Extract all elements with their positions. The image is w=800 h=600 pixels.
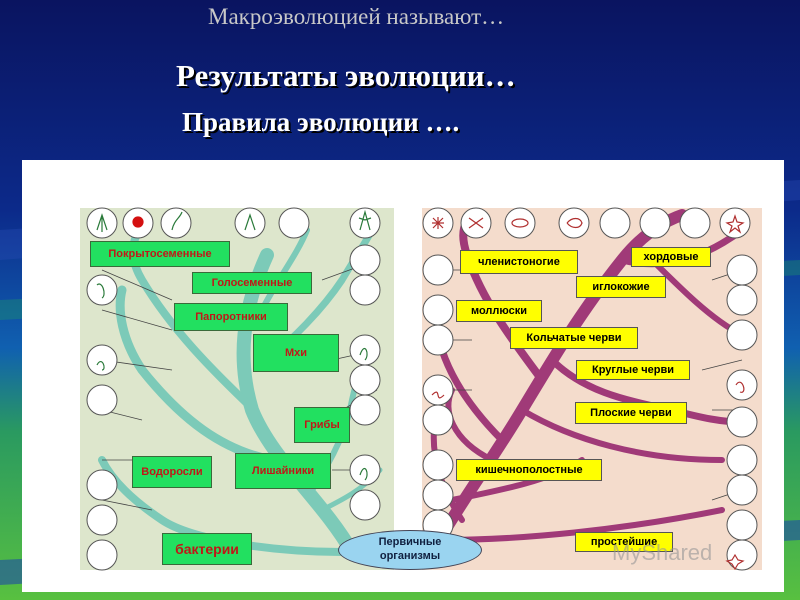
branch-protozoa — [439, 507, 725, 543]
organism-circle-icon — [726, 319, 758, 351]
primary-organisms-node: Первичные организмы — [338, 530, 482, 570]
plant-organism-icons — [86, 207, 381, 571]
organism-glyphs — [96, 209, 372, 481]
label-molluscs: моллюски — [456, 300, 542, 322]
organism-circle-icon — [86, 384, 118, 416]
organism-circle-icon — [679, 207, 711, 239]
organism-circle-icon — [349, 244, 381, 276]
label-protozoa: простейшие — [575, 532, 673, 552]
organism-circle-icon — [349, 274, 381, 306]
organism-circle-icon — [422, 374, 454, 406]
organism-circle-icon — [599, 207, 631, 239]
animal-glyphs — [431, 214, 745, 571]
label-mosses: Мхи — [253, 334, 339, 372]
organism-circle-icon — [349, 489, 381, 521]
label-angiosperms: Покрытосеменные — [90, 241, 230, 267]
slide-subtitle: Макроэволюцией называют… — [208, 4, 505, 29]
organism-circle-icon — [422, 449, 454, 481]
organism-circle-icon — [726, 474, 758, 506]
organism-circle-icon — [639, 207, 671, 239]
organism-circle-icon — [726, 284, 758, 316]
label-fungi: Грибы — [294, 407, 350, 443]
organism-circle-icon — [349, 364, 381, 396]
evolution-tree-diagram — [80, 207, 762, 571]
organism-circle-icon — [726, 406, 758, 438]
label-algae: Водоросли — [132, 456, 212, 488]
organism-circle-icon — [422, 254, 454, 286]
branch-algae — [115, 285, 277, 465]
organism-circle-icon — [422, 324, 454, 356]
organism-circle-icon — [349, 454, 381, 486]
root-label-line1: Первичные — [378, 536, 442, 549]
organism-circle-icon — [349, 334, 381, 366]
label-echinoderms: иглокожие — [576, 276, 666, 298]
branch-angiosperms — [128, 218, 258, 414]
animal-organism-icons — [422, 207, 758, 571]
label-bacteria: бактерии — [162, 533, 252, 565]
organism-circle-icon — [422, 294, 454, 326]
label-gymnosperms: Голосеменные — [192, 272, 312, 294]
label-chordates: хордовые — [631, 247, 711, 267]
label-ferns: Папоротники — [174, 303, 288, 331]
organism-circle-icon — [86, 539, 118, 571]
organism-circle-icon — [726, 369, 758, 401]
organism-circle-icon — [558, 207, 590, 239]
organism-circle-icon — [726, 254, 758, 286]
label-roundworms: Круглые черви — [576, 360, 690, 380]
organism-circle-icon — [422, 404, 454, 436]
organism-circle-icon — [719, 207, 751, 239]
watermark-logo: MyShared — [612, 540, 713, 565]
organism-circle-icon — [504, 207, 536, 239]
organism-circle-icon — [349, 207, 381, 239]
slide-rules-heading: Правила эволюции …. — [182, 107, 460, 137]
label-cnidarians: кишечнополостные — [456, 459, 602, 481]
branch-flatworms — [519, 407, 725, 463]
organism-circle-icon — [86, 274, 118, 306]
root-label-line2: организмы — [379, 550, 441, 562]
organism-circle-icon — [86, 344, 118, 376]
organism-circle-icon — [234, 207, 266, 239]
connector-lines — [101, 259, 743, 511]
evolution-tree-panel: Покрытосеменные Голосеменные Папоротники… — [22, 160, 784, 592]
organism-circle-icon — [86, 469, 118, 501]
organism-circle-icon — [349, 394, 381, 426]
organism-circle-icon — [422, 479, 454, 511]
slide-title: Результаты эволюции… — [176, 58, 516, 93]
organism-circle-icon — [160, 207, 192, 239]
label-flatworms: Плоские черви — [575, 402, 687, 424]
organism-circle-icon — [726, 509, 758, 541]
label-lichens: Лишайники — [235, 453, 331, 489]
label-arthropods: членистоногие — [460, 250, 578, 274]
label-annelids: Кольчатые черви — [510, 327, 638, 349]
animal-trunk — [426, 209, 688, 558]
organism-circle-icon — [278, 207, 310, 239]
organism-circle-icon — [726, 539, 758, 571]
branch-gymnosperms — [259, 227, 310, 313]
organism-circle-icon — [726, 444, 758, 476]
central-divider — [394, 208, 422, 570]
branch-molluscs — [438, 346, 506, 444]
organism-circle-icon — [86, 504, 118, 536]
